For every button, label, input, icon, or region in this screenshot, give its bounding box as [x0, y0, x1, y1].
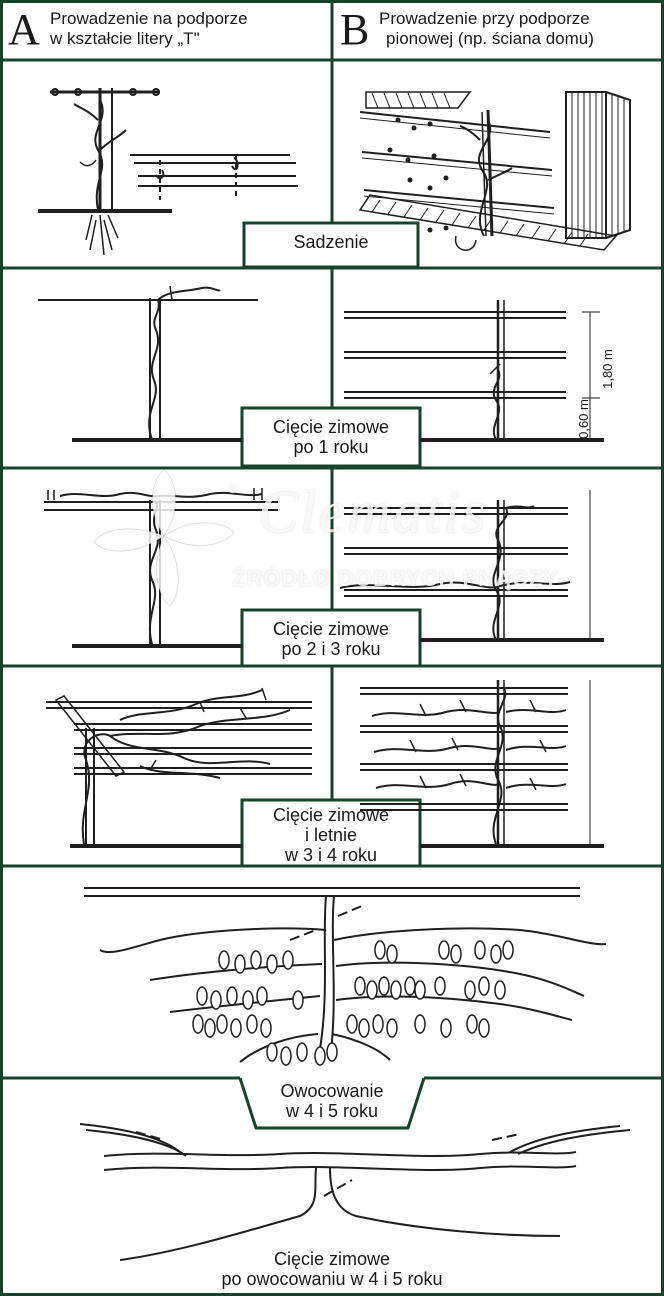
fruit	[314, 1046, 326, 1066]
dimension-lower: 0,60 m	[575, 399, 591, 439]
sketch-b-winter23	[339, 490, 604, 642]
watermark-slogan: ŹRÓDŁO DOBRYCH PNĄCZY	[232, 566, 559, 591]
sketch-b-planting	[358, 91, 631, 251]
fruit	[478, 976, 490, 996]
fruit	[204, 1018, 216, 1038]
label-box-winter1	[240, 406, 422, 468]
label-planting: Sadzenie	[293, 232, 369, 252]
fruit	[478, 1018, 490, 1038]
fruit	[386, 944, 398, 964]
label-summer34-line1: Cięcie zimowe	[272, 805, 390, 825]
dimension-total: 1,80 m	[599, 349, 615, 389]
label-fruiting-line1: Owocowanie	[280, 1081, 384, 1101]
fruit	[250, 950, 262, 970]
header-b-line1: Prowadzenie przy podporze	[379, 9, 590, 28]
label-box-planting	[242, 221, 420, 269]
label-summer34-line2: i letnie	[304, 825, 358, 845]
fruit	[372, 1014, 384, 1034]
label-fruiting-line2: w 4 i 5 roku	[285, 1101, 379, 1121]
fruit	[490, 944, 502, 964]
label-winter23-line1: Cięcie zimowe	[272, 619, 390, 639]
fruit	[440, 1018, 452, 1038]
fruit	[292, 990, 304, 1010]
fruit	[280, 1046, 292, 1066]
fruit	[358, 1018, 370, 1038]
fruit	[346, 1014, 358, 1034]
fruit	[354, 976, 366, 996]
fruit	[196, 986, 208, 1006]
fruit	[450, 944, 462, 964]
header-a-letter: A	[8, 5, 40, 54]
fruit	[434, 976, 446, 996]
sketch-b-winter1	[344, 300, 604, 442]
sketch-fruiting	[84, 887, 607, 1063]
fruit	[226, 986, 238, 1006]
fruit	[266, 954, 278, 974]
fruit	[210, 990, 222, 1010]
fruit	[466, 1014, 478, 1034]
fruit	[502, 940, 514, 960]
fruit	[386, 1018, 398, 1038]
fruit	[256, 986, 268, 1006]
fruit	[494, 980, 506, 1000]
label-winter1-line1: Cięcie zimowe	[272, 417, 390, 437]
fruit	[230, 1018, 242, 1038]
fruit	[260, 1018, 272, 1038]
rain-drops	[387, 117, 449, 233]
fruit	[464, 980, 476, 1000]
header-a-line2: w kształcie litery „T"	[50, 29, 200, 48]
fruit	[390, 980, 402, 1000]
label-summer34-line3: w 3 i 4 roku	[284, 845, 378, 865]
fruit	[282, 950, 294, 970]
fruit	[474, 940, 486, 960]
header-a-line1: Prowadzenie na podporze	[50, 9, 248, 28]
fruit	[242, 990, 254, 1010]
sketch-afterfruit	[79, 1123, 631, 1261]
header-b-line2: pionowej (np. ściana domu)	[386, 29, 594, 48]
fruit	[438, 940, 450, 960]
fruit	[192, 1014, 204, 1034]
fruit	[378, 976, 390, 996]
label-box-fruiting	[238, 1077, 426, 1130]
fruits	[192, 940, 514, 1066]
sketch-a-winter1	[38, 285, 258, 442]
label-winter1-line2: po 1 roku	[293, 437, 369, 457]
fruit	[326, 1042, 338, 1062]
label-winter23-line2: po 2 i 3 roku	[281, 639, 381, 659]
header-b-letter: B	[340, 5, 370, 54]
fruit	[296, 1042, 308, 1062]
sketch-a-summer34	[46, 687, 312, 848]
fruit	[374, 940, 386, 960]
watermark-flower-icon	[93, 469, 235, 607]
fruit	[414, 1014, 426, 1034]
fruit	[246, 1014, 258, 1034]
fruit	[266, 1042, 278, 1062]
fruit	[404, 976, 416, 996]
sketch-a-planting	[38, 88, 298, 256]
watermark-reg: ®	[228, 482, 237, 496]
sketch-a-winter23	[44, 488, 278, 648]
fruit	[218, 950, 230, 970]
watermark-brand: Clematis	[258, 479, 488, 545]
fruit	[366, 980, 378, 1000]
sketch-b-summer34	[360, 680, 604, 848]
fruit	[216, 1014, 228, 1034]
fruit	[414, 980, 426, 1000]
label-afterfruit-line1: Cięcie zimowe	[273, 1249, 391, 1269]
label-afterfruit-line2: po owocowaniu w 4 i 5 roku	[221, 1269, 443, 1289]
fruit	[234, 954, 246, 974]
